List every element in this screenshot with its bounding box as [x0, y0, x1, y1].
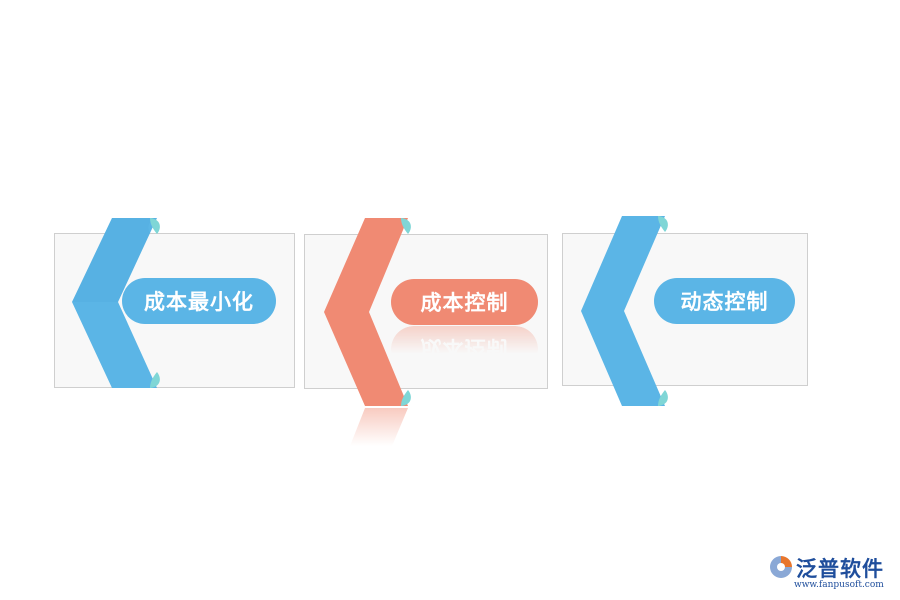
- logo-name: 泛普软件: [796, 557, 884, 581]
- label-pill-2: 成本控制: [391, 279, 538, 325]
- label-text-2: 成本控制: [420, 291, 509, 315]
- logo-url: www.fanpusoft.com: [794, 580, 884, 590]
- label-text-2-reflection: 成本控制: [420, 336, 509, 360]
- fanpu-logo-icon: [770, 556, 792, 578]
- label-pill-1: 成本最小化: [122, 278, 276, 324]
- brand-logo: 泛普软件 www.fanpusoft.com: [768, 552, 893, 592]
- label-pill-2-reflection: 成本控制: [391, 326, 538, 372]
- label-pill-3: 动态控制: [654, 278, 795, 324]
- label-text-3: 动态控制: [680, 290, 769, 314]
- label-text-1: 成本最小化: [144, 290, 254, 314]
